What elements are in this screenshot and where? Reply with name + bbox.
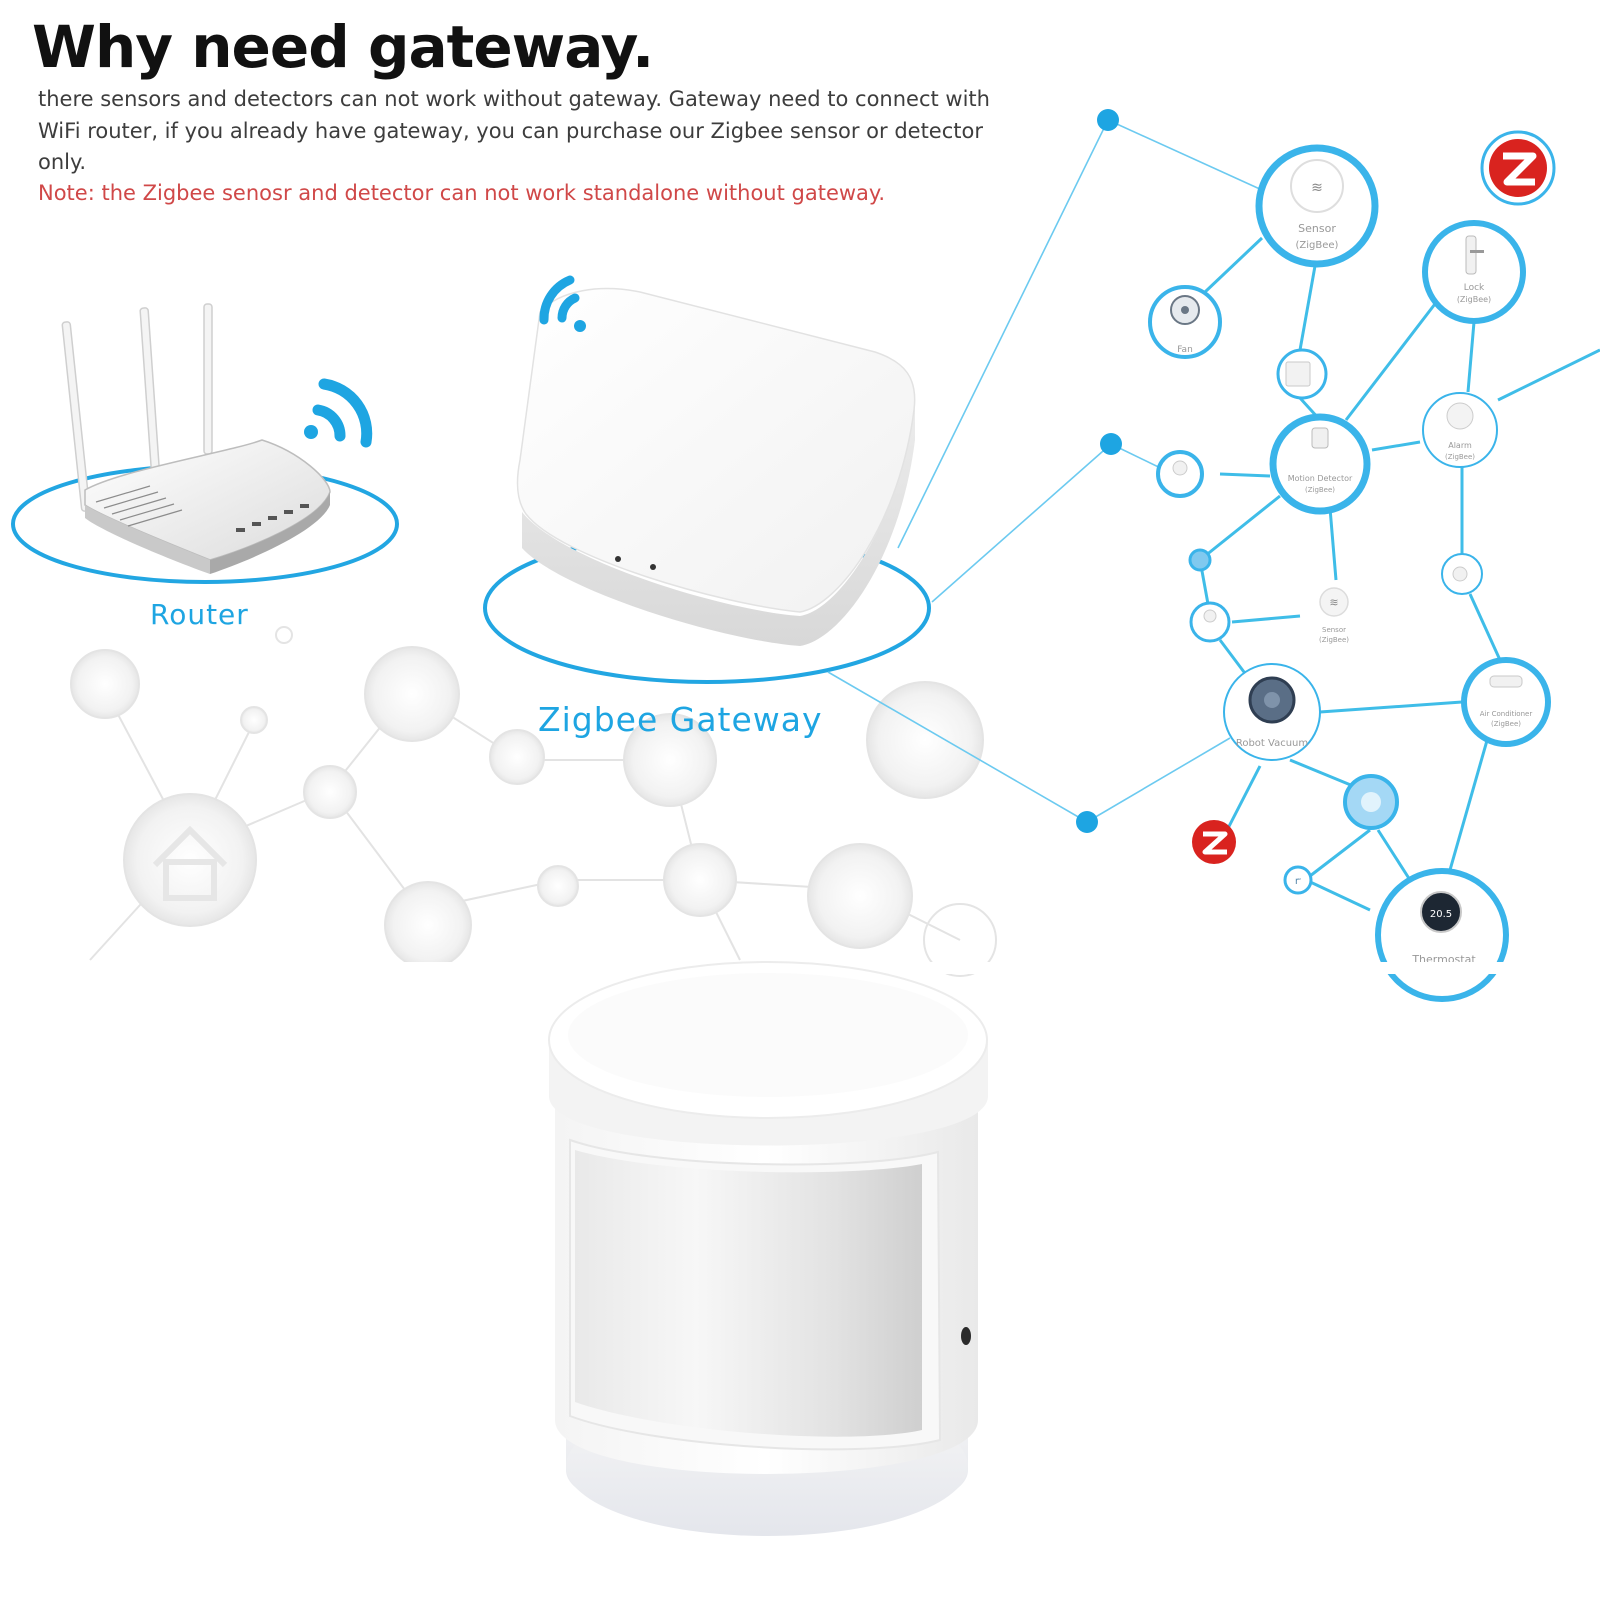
background-bubbles [70,626,997,977]
svg-text:Fan: Fan [1177,345,1193,355]
svg-text:Motion Detector: Motion Detector [1288,474,1353,483]
svg-text:Sensor: Sensor [1322,626,1346,634]
zigbee-logo-icon [1480,130,1556,206]
mesh-node-fan: Fan [1148,285,1222,359]
mesh-node-lock: Lock (ZigBee) [1422,220,1526,324]
mesh-node-sensor-small: ≋ Sensor (ZigBee) [1319,587,1349,644]
mesh-node-motion: Motion Detector (ZigBee) [1269,413,1371,515]
mesh-node-contact [1276,348,1328,400]
svg-text:(ZigBee): (ZigBee) [1457,295,1491,304]
mesh-node-thermostat: 20.5 Thermostat [1375,868,1509,1002]
mesh-node-air-conditioner: Air Conditioner (ZigBee) [1461,657,1551,747]
mesh-node-small: ꭈ [1156,450,1483,895]
mesh-node-alarm: Alarm (ZigBee) [1422,392,1498,468]
svg-text:Robot Vacuum: Robot Vacuum [1236,738,1308,749]
gateway-image [483,287,931,684]
house-icon [152,825,228,901]
svg-text:(ZigBee): (ZigBee) [1445,453,1475,461]
router-image [11,303,399,584]
mesh-node-robot-vacuum: Robot Vacuum [1223,663,1321,761]
svg-text:ꭈ: ꭈ [1295,876,1301,887]
gateway-label: Zigbee Gateway [538,700,823,739]
warning-note: Note: the Zigbee senosr and detector can… [38,181,886,205]
page-title: Why need gateway. [32,13,654,81]
description-text: there sensors and detectors can not work… [38,87,990,174]
svg-text:(ZigBee): (ZigBee) [1305,486,1335,494]
wifi-icon [539,275,586,332]
mesh-node-sensor: ≋ Sensor (ZigBee) [1255,144,1379,268]
node-label: Sensor [1298,222,1336,235]
connection-lines [827,119,1263,823]
motion-sensor-image [548,961,988,1536]
svg-text:(ZigBee): (ZigBee) [1491,720,1521,728]
svg-text:≋: ≋ [1311,180,1323,196]
wifi-icon [304,378,373,448]
svg-text:Air Conditioner: Air Conditioner [1480,710,1533,718]
router-label: Router [150,598,249,631]
zigbee-logo-icon [1192,820,1236,864]
svg-text:(ZigBee): (ZigBee) [1296,240,1339,251]
svg-text:Lock: Lock [1464,283,1485,293]
svg-text:(ZigBee): (ZigBee) [1319,636,1349,644]
mesh-node-blue [1343,774,1399,830]
svg-text:20.5: 20.5 [1430,909,1452,920]
svg-text:Alarm: Alarm [1448,441,1472,450]
svg-text:≋: ≋ [1329,596,1338,609]
connection-dots [1076,109,1122,833]
mesh-links [1198,236,1600,912]
